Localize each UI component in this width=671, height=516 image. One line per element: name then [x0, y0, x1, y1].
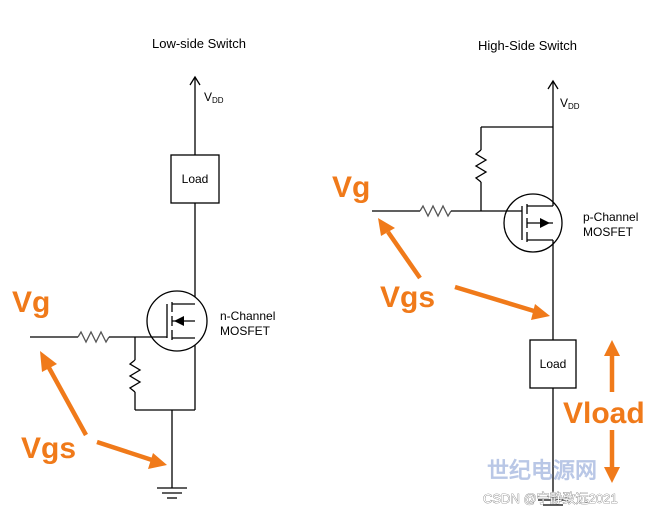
- p-channel-label: p-Channel: [583, 210, 638, 224]
- n-mosfet-symbol: [146, 290, 208, 352]
- load-label: Load: [182, 172, 209, 186]
- ground-icon: [538, 499, 568, 506]
- vload-arrowhead-up-icon: [604, 340, 620, 356]
- vg-label: Vg: [12, 286, 50, 319]
- high-side-switch-circuit: High-Side Switch VDD p-Channel MOSFET: [332, 38, 645, 506]
- low-side-switch-circuit: Low-side Switch VDD Load n-Channel MOSFE…: [12, 36, 275, 499]
- load-label: Load: [540, 357, 567, 371]
- gate-resistor: [419, 204, 452, 218]
- vdd-label: VDD: [204, 90, 224, 105]
- vg-label: Vg: [332, 171, 370, 204]
- vgs-arrowhead-up-icon: [378, 218, 395, 236]
- gate-resistor: [77, 330, 110, 344]
- vgs-arrowhead-up-icon: [40, 351, 57, 372]
- vload-arrowhead-down-icon: [604, 467, 620, 483]
- vgs-arrow-down: [454, 284, 535, 314]
- load-box: [170, 154, 220, 204]
- vgs-arrowhead-down-icon: [531, 304, 550, 320]
- mosfet-label: MOSFET: [583, 225, 634, 239]
- watermark-logo: 世纪电源网: [487, 458, 597, 483]
- vgs-label: Vgs: [21, 432, 76, 465]
- vgs-label: Vgs: [380, 281, 435, 314]
- watermark-credit: CSDN @宁静致远2021: [483, 491, 618, 506]
- ground-icon: [157, 487, 187, 499]
- vload-label: Vload: [563, 397, 645, 430]
- vgs-arrow-down: [96, 439, 153, 463]
- high-side-title: High-Side Switch: [478, 38, 577, 53]
- vdd-label: VDD: [560, 96, 580, 111]
- n-channel-label: n-Channel: [220, 309, 275, 323]
- load-box: [529, 339, 577, 389]
- vgs-arrowhead-down-icon: [148, 453, 167, 469]
- p-mosfet-symbol: [503, 193, 563, 253]
- pullup-resistor: [474, 149, 488, 183]
- mosfet-label: MOSFET: [220, 324, 271, 338]
- low-side-title: Low-side Switch: [152, 36, 246, 51]
- pulldown-resistor: [128, 359, 142, 393]
- vgs-arrow-up: [46, 364, 88, 437]
- vgs-arrow-up: [386, 230, 422, 280]
- watermark: 世纪电源网 CSDN @宁静致远2021: [483, 458, 618, 506]
